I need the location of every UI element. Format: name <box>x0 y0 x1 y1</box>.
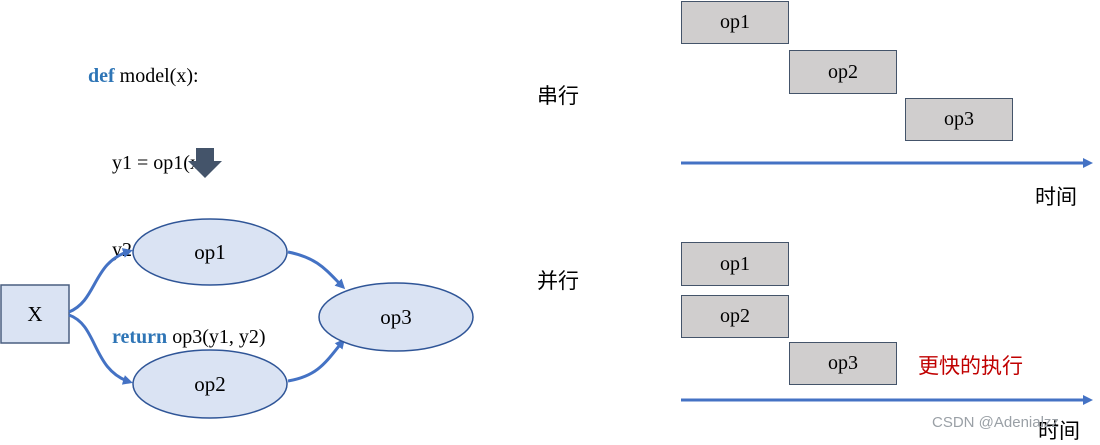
watermark: CSDN @Adenialzz <box>932 414 1059 431</box>
serial-time-label: 时间 <box>1035 185 1077 209</box>
parallel-op3-box: op3 <box>789 342 897 385</box>
input-node-x <box>0 284 70 344</box>
code-line-4: return op3(y1, y2) <box>88 323 266 352</box>
parallel-label: 并行 <box>537 269 579 293</box>
code-keyword-def: def <box>88 65 115 87</box>
input-node-label: X <box>27 302 42 326</box>
code-line-1-rest: model(x): <box>114 65 199 87</box>
code-line-2: y1 = op1(x) <box>112 152 207 174</box>
node-op3 <box>318 282 474 352</box>
serial-label: 串行 <box>537 84 579 108</box>
serial-op1-box: op1 <box>681 1 789 44</box>
faster-execution-note: 更快的执行 <box>918 354 1023 378</box>
edge-op2-op3 <box>287 338 345 383</box>
down-arrow-icon <box>188 148 222 178</box>
node-op1 <box>132 218 288 286</box>
parallel-op1-box: op1 <box>681 242 789 286</box>
code-keyword-return: return <box>112 326 168 348</box>
parallel-op2-box: op2 <box>681 295 789 338</box>
edge-op1-op3 <box>287 250 346 290</box>
node-op3-label: op3 <box>380 305 412 329</box>
code-line-4-rest: op3(y1, y2) <box>167 326 266 348</box>
serial-op2-box: op2 <box>789 50 897 94</box>
node-op1-label: op1 <box>194 240 226 264</box>
node-op2 <box>132 349 288 419</box>
parallel-time-label: 时间 <box>1038 419 1080 443</box>
node-op2-label: op2 <box>194 372 226 396</box>
code-line-1: def model(x): <box>88 62 266 91</box>
edge-x-op2 <box>68 313 133 385</box>
edge-x-op1 <box>68 248 133 314</box>
serial-op3-box: op3 <box>905 98 1013 141</box>
